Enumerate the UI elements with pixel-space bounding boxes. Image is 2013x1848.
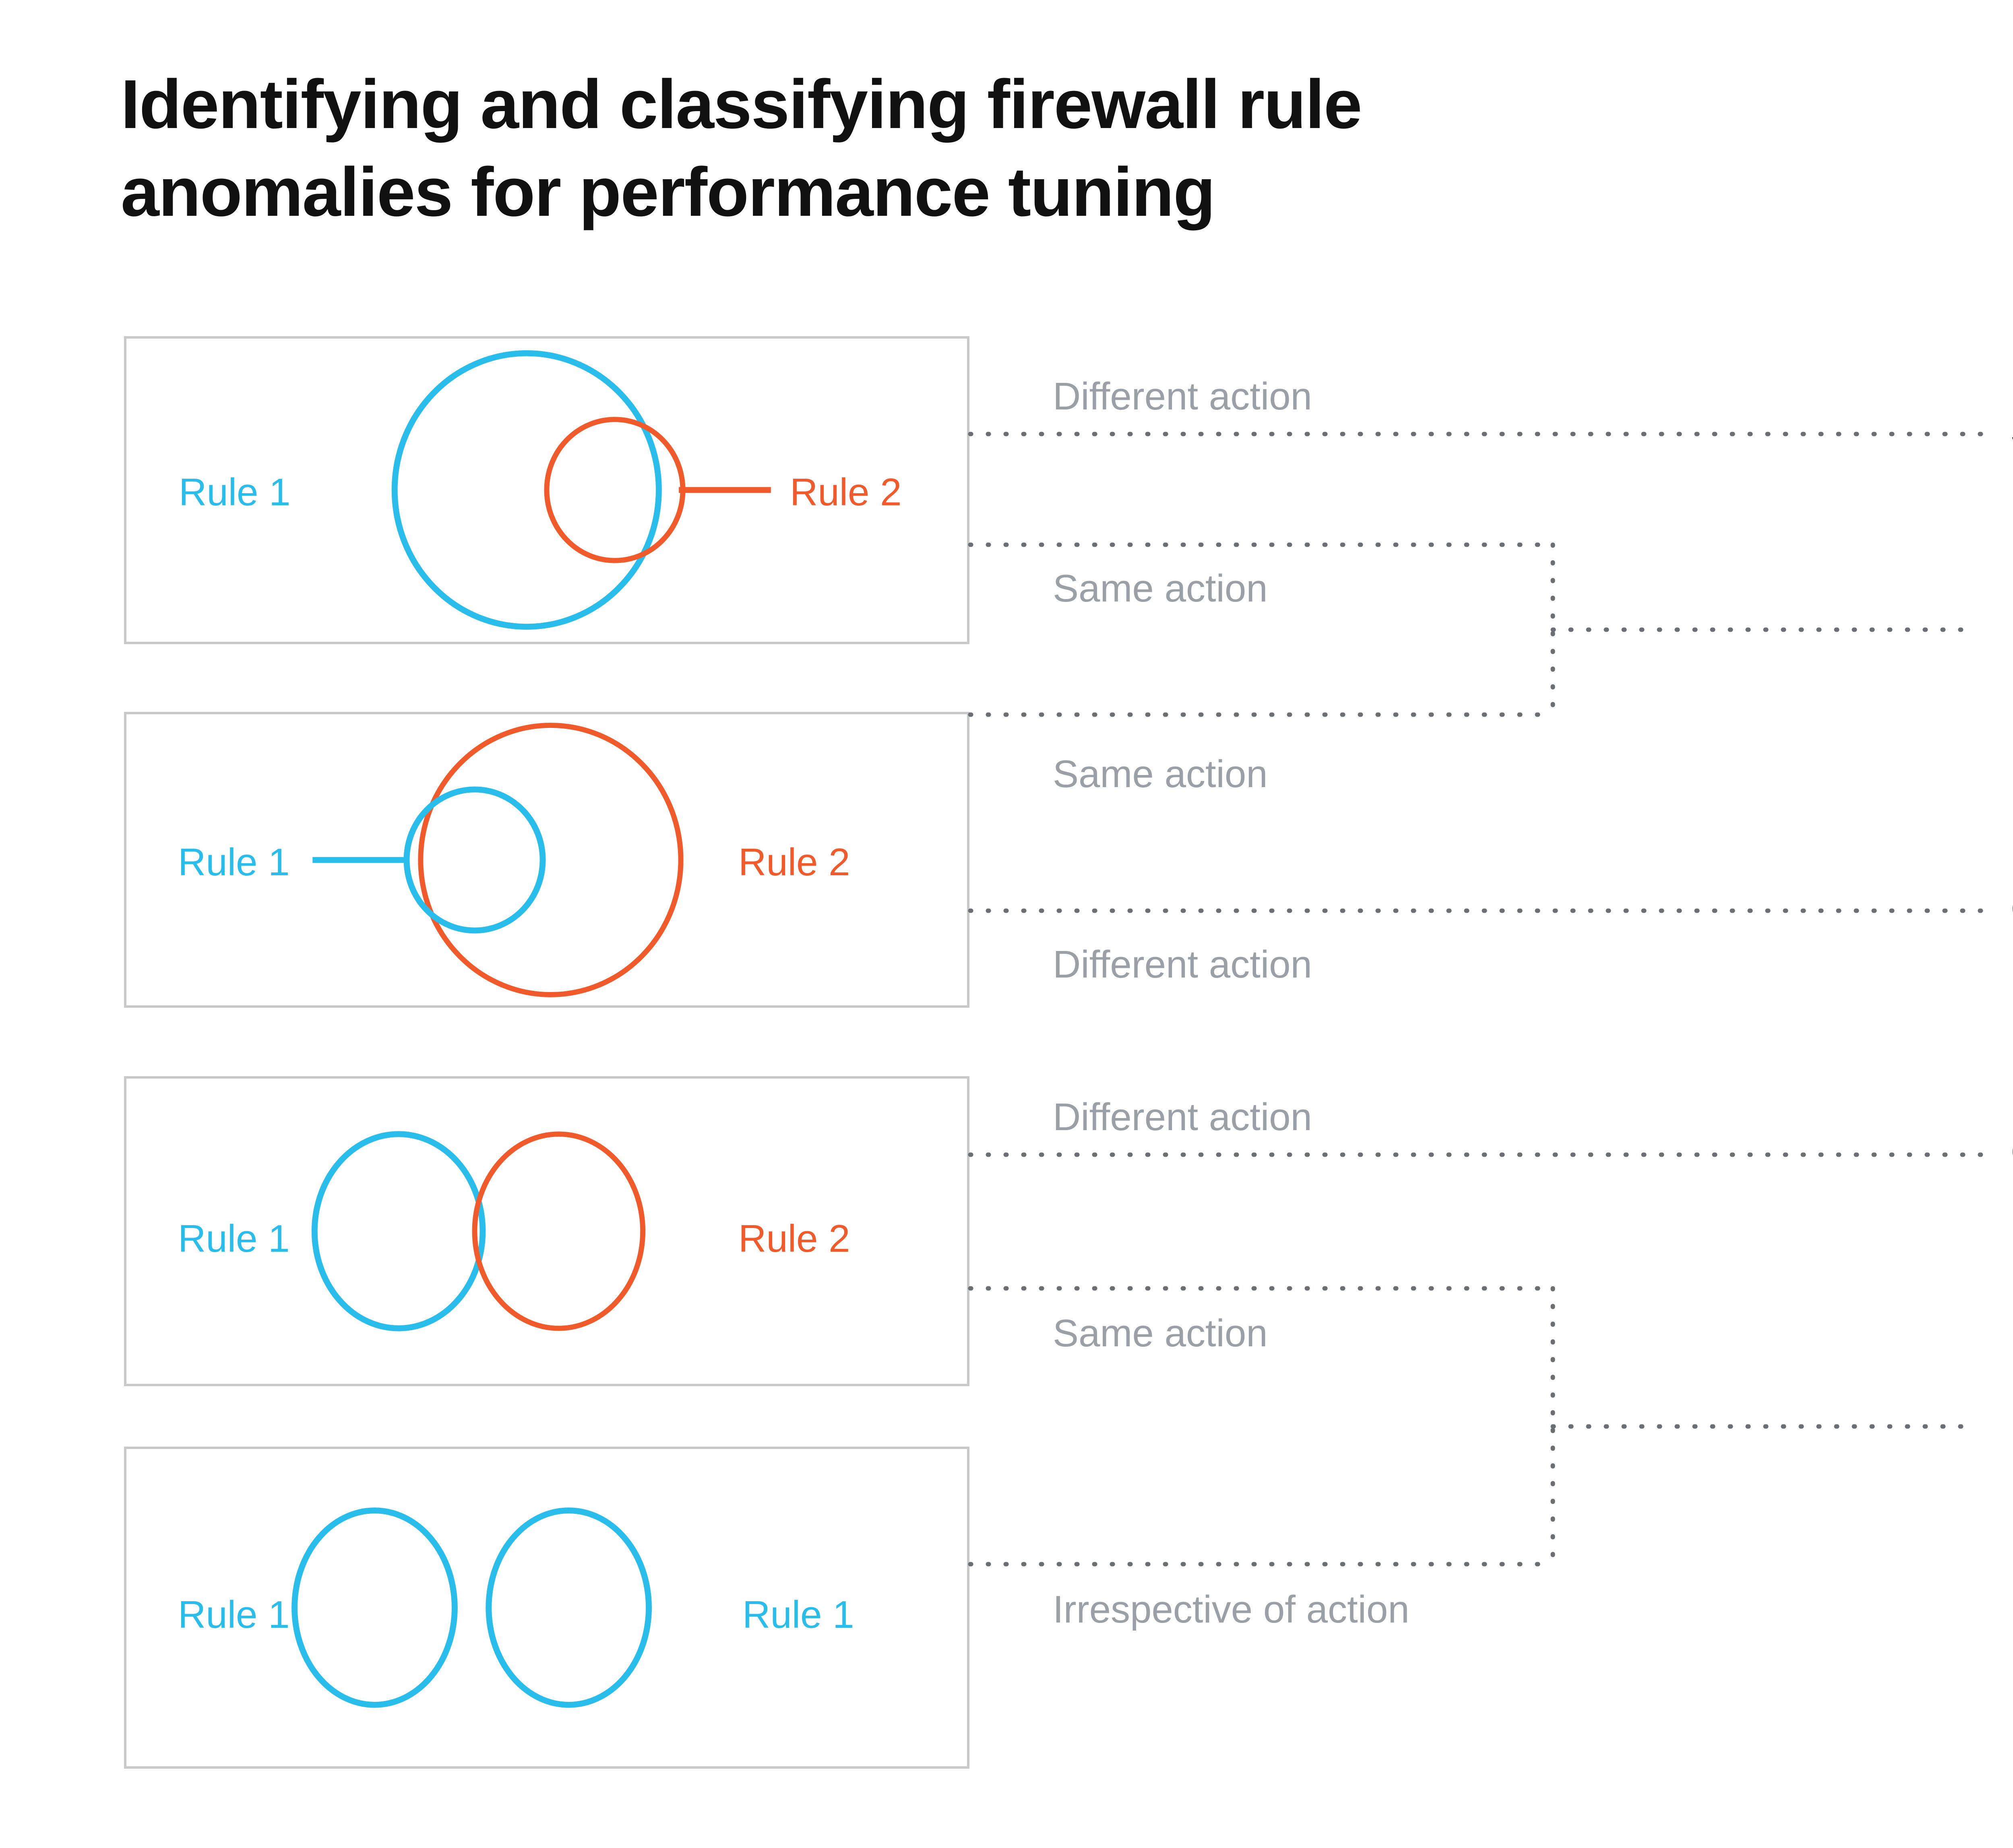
venn-nested-left (312, 723, 684, 997)
anomaly-label-redundancy: Redundancy anomaly (2011, 666, 2013, 708)
rule2-circle (544, 417, 686, 563)
panel-non-anomaly-rule1-label-left: Rule 1 (178, 1593, 290, 1636)
action-label-irrespective: Irrespective of action (1053, 1588, 1410, 1631)
panel-correlation-rule1-label: Rule 1 (178, 1217, 290, 1260)
venn-nested-right (391, 350, 771, 630)
panel-shadow-rule2-label: Rule 2 (790, 471, 902, 514)
action-label-different-3: Different action (1053, 1096, 1312, 1139)
action-label-same-2: Same action (1053, 752, 1268, 796)
action-label-same-3: Same action (1053, 1312, 1268, 1355)
venn-adjacent-same (291, 1507, 652, 1708)
panel-correlation: Rule 1 Rule 2 (124, 1076, 969, 1386)
rule1-circle (311, 1131, 486, 1331)
anomaly-label-non: Non anomaly (2011, 1408, 2013, 1449)
panel-shadow: Rule 1 Rule 2 (124, 336, 969, 644)
rule1-circle-b (486, 1507, 652, 1708)
rule2-circle (472, 1131, 646, 1331)
panel-generalized: Rule 1 Rule 2 (124, 712, 969, 1008)
rule1-circle (391, 350, 662, 630)
action-label-different-2: Different action (1053, 943, 1312, 986)
anomaly-label-generalized: Generalized anomaly (2011, 888, 2013, 930)
venn-adjacent-mixed (311, 1131, 646, 1331)
rule2-circle (418, 723, 684, 997)
anomaly-label-shadow: Shadow anomaly (2011, 410, 2013, 452)
anomaly-label-correlation: Correlation anomaly (2011, 1131, 2013, 1173)
panel-non-anomaly: Rule 1 Rule 1 (124, 1447, 969, 1769)
panel-generalized-rule2-label: Rule 2 (738, 841, 850, 884)
page-title: Identifying and classifying firewall rul… (121, 66, 1362, 231)
panel-non-anomaly-rule1-label-right: Rule 1 (742, 1593, 854, 1636)
rule1-circle (403, 786, 546, 934)
action-label-same-1: Same action (1053, 567, 1268, 610)
panel-shadow-rule1-label: Rule 1 (179, 471, 291, 514)
rule1-circle-a (291, 1507, 458, 1708)
panel-generalized-rule1-label: Rule 1 (178, 841, 290, 884)
panel-correlation-rule2-label: Rule 2 (738, 1217, 850, 1260)
action-label-different-1: Different action (1053, 375, 1312, 418)
